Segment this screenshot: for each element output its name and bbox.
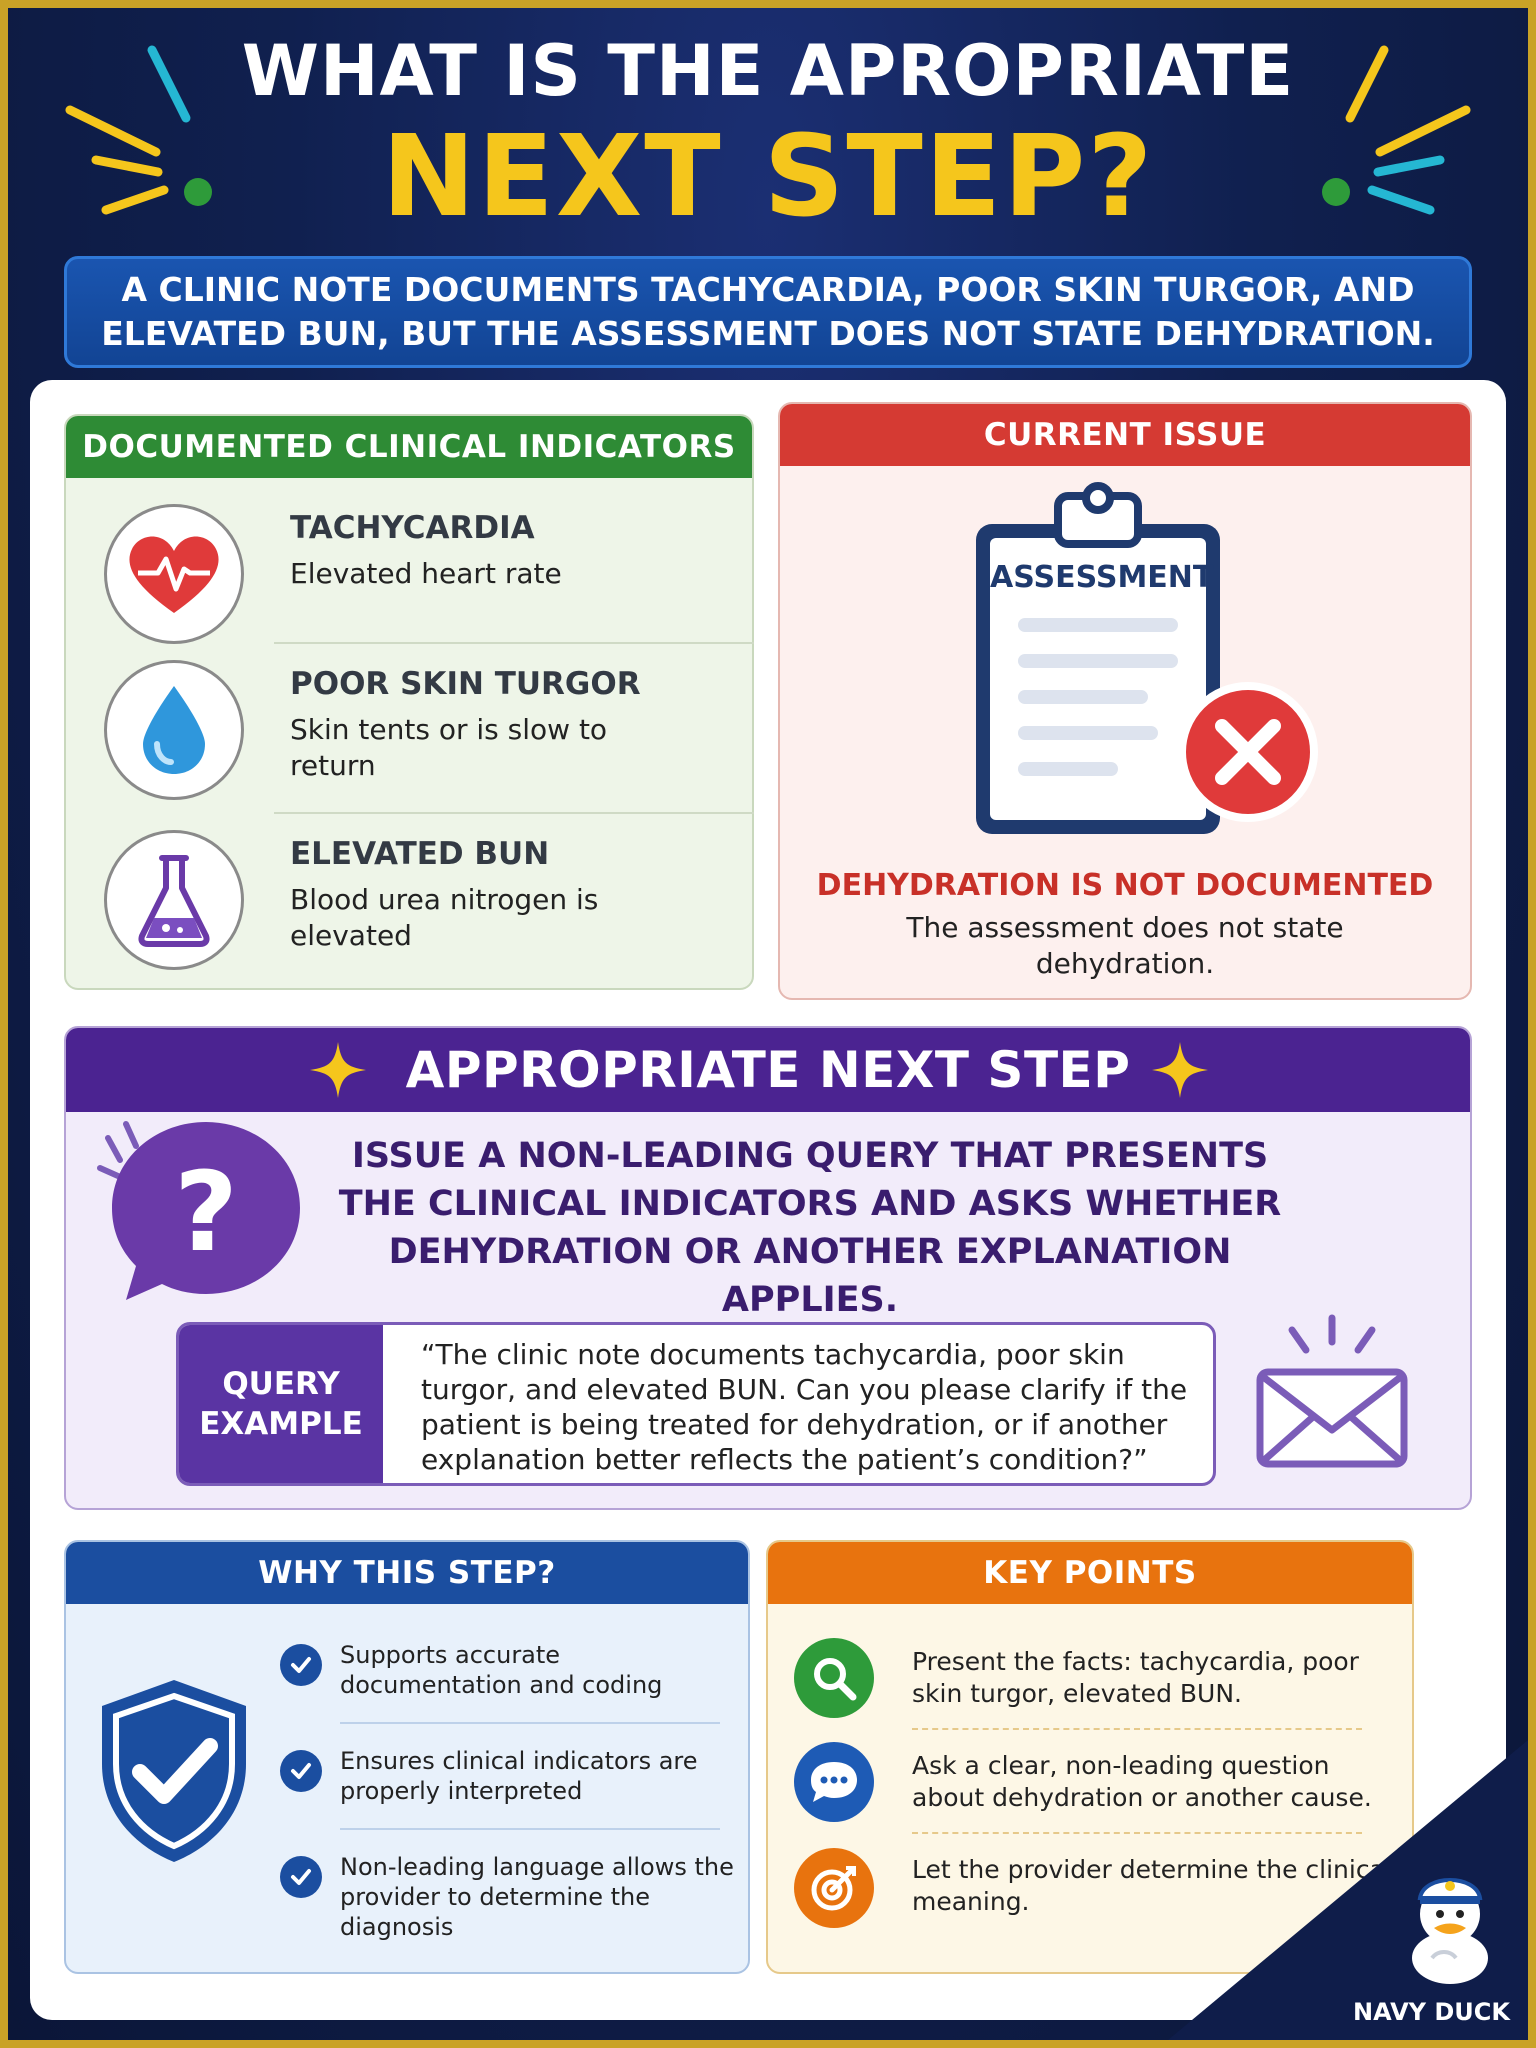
question-bubble-icon: ?: [97, 1121, 300, 1300]
indicator-title: POOR SKIN TURGOR: [290, 666, 641, 702]
left-burst-decoration: [65, 45, 212, 215]
indicator-item: ELEVATED BUN Blood urea nitrogen is elev…: [104, 830, 724, 970]
divider: [274, 642, 754, 644]
why-item: Ensures clinical indicators are properly…: [340, 1747, 698, 1805]
indicator-item: POOR SKIN TURGOR Skin tents or is slow t…: [104, 660, 724, 800]
key-points-heading: KEY POINTS: [768, 1542, 1412, 1604]
key-point-text: Present the facts: tachycardia, poor ski…: [912, 1647, 1359, 1708]
query-example-text: “The clinic note documents tachycardia, …: [421, 1338, 1188, 1476]
clipboard-icon: [976, 482, 1318, 834]
next-step-action: ISSUE A NON-LEADING QUERY THAT PRESENTS …: [338, 1136, 1282, 1320]
indicator-desc: Elevated heart rate: [290, 557, 562, 590]
right-burst-decoration: [1322, 45, 1471, 215]
why-heading: WHY THIS STEP?: [66, 1542, 748, 1604]
target-icon: [794, 1848, 874, 1928]
why-item: Supports accurate documentation and codi…: [340, 1641, 663, 1699]
chat-bubble-icon: [794, 1742, 874, 1822]
divider: [340, 1722, 720, 1724]
checkmark-icon: [280, 1856, 322, 1898]
query-example-box: QUERY EXAMPLE “The clinic note documents…: [176, 1322, 1216, 1486]
next-step-heading: APPROPRIATE NEXT STEP: [66, 1028, 1470, 1112]
envelope-icon: [1256, 1314, 1408, 1468]
query-example-label: QUERY EXAMPLE: [179, 1325, 383, 1483]
indicator-item: TACHYCARDIA Elevated heart rate: [104, 504, 724, 644]
indicator-desc: Blood urea nitrogen is elevated: [290, 883, 599, 952]
checkmark-icon: [280, 1644, 322, 1686]
svg-text:?: ?: [174, 1148, 238, 1276]
divider: [340, 1828, 720, 1830]
issue-status: DEHYDRATION IS NOT DOCUMENTED: [816, 868, 1434, 903]
indicators-heading: DOCUMENTED CLINICAL INDICATORS: [66, 416, 752, 478]
heart-pulse-icon: [104, 504, 244, 644]
page-title-line2: NEXT STEP?: [381, 112, 1155, 242]
indicator-title: TACHYCARDIA: [290, 510, 535, 546]
clipboard-label: ASSESSMENT: [990, 560, 1214, 595]
issue-description: The assessment does not state dehydratio…: [906, 911, 1344, 980]
checkmark-icon: [280, 1750, 322, 1792]
brand-name: NAVY DUCK: [1353, 1998, 1510, 2026]
sparkle-icon: [310, 1042, 366, 1098]
current-issue-heading: CURRENT ISSUE: [780, 404, 1470, 466]
water-drop-icon: [104, 660, 244, 800]
divider: [912, 1728, 1362, 1730]
indicator-desc: Skin tents or is slow to return: [290, 713, 608, 782]
duck-mascot-logo: [1412, 1878, 1488, 1984]
divider: [912, 1832, 1362, 1834]
sparkle-icon: [1152, 1042, 1208, 1098]
shield-check-icon: [102, 1680, 246, 1862]
scenario-banner: A CLINIC NOTE DOCUMENTS TACHYCARDIA, POO…: [64, 256, 1472, 368]
search-icon: [794, 1638, 874, 1718]
page-title-line1: WHAT IS THE APROPRIATE: [241, 30, 1295, 112]
flask-icon: [104, 830, 244, 970]
indicator-title: ELEVATED BUN: [290, 836, 550, 872]
why-item: Non-leading language allows the provider…: [340, 1853, 734, 1941]
divider: [274, 812, 754, 814]
